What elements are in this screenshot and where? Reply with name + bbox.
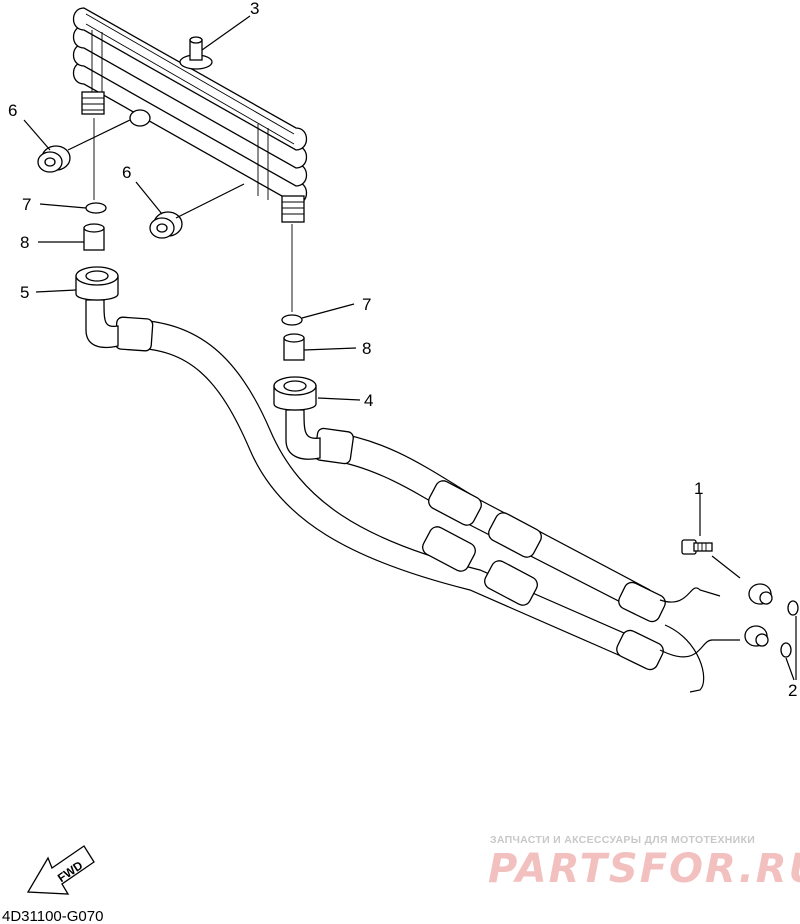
hose-union-5 [75,266,119,349]
diagram-code: 4D31100-G070 [2,908,103,924]
callout-2: 2 [788,681,797,700]
collar-right [283,333,305,361]
callout-8-right: 8 [362,339,371,358]
callout-5: 5 [20,283,29,302]
oil-cooler [72,7,308,223]
union-bolt [681,539,713,555]
oil-hoses [114,316,740,693]
callout-6-left: 6 [8,101,17,120]
o-ring-right [281,314,303,326]
callout-1: 1 [694,479,703,498]
callout-6-middle: 6 [122,163,131,182]
callout-3: 3 [250,0,259,18]
pipe-end-fittings [744,583,799,658]
hose-union-4 [273,376,321,460]
callout-7-right: 7 [362,295,371,314]
callout-4: 4 [364,391,373,410]
o-ring-left [85,202,107,214]
grommet-middle [149,211,183,239]
forward-arrow-icon: FWD [26,845,95,895]
watermark-tagline: ЗАПЧАСТИ И АКСЕССУАРЫ ДЛЯ МОТОТЕХНИКИ [490,834,755,846]
grommet-left [37,145,71,173]
callout-8-left: 8 [20,233,29,252]
collar-left [83,223,105,251]
watermark-brand: PARTSFOR.RU [488,846,800,892]
leader-lines [23,15,797,681]
callout-7-left: 7 [22,195,31,214]
